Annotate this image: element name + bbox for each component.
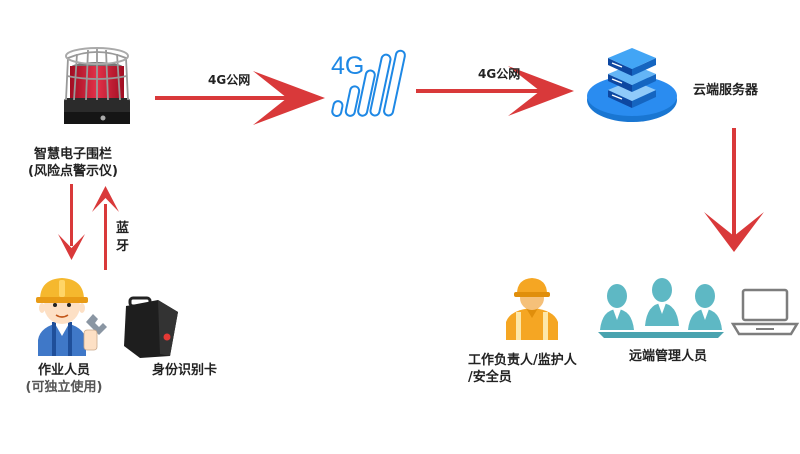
cloud-server-label: 云端服务器 bbox=[693, 83, 759, 98]
alarm-subtitle: (风险点警示仪) bbox=[28, 164, 118, 179]
meeting-group-icon bbox=[598, 278, 724, 338]
remote-managers-label: 远端管理人员 bbox=[629, 349, 708, 364]
alarm-title: 智慧电子围栏 bbox=[33, 147, 113, 162]
edge-label-4g-public-network-1: 4G公网 bbox=[208, 73, 251, 87]
server-stack-icon bbox=[587, 48, 677, 122]
construction-worker-icon bbox=[36, 278, 107, 356]
arrow-cloud-to-managers bbox=[704, 128, 764, 252]
supervisor-label-line1: 工作负责人/监护人 bbox=[468, 353, 577, 368]
warning-light-icon bbox=[64, 47, 130, 124]
worker-subtitle: (可独立使用) bbox=[25, 380, 103, 395]
bluetooth-label-line2: 牙 bbox=[116, 239, 130, 254]
safety-officer-icon bbox=[506, 278, 558, 340]
worker-title: 作业人员 bbox=[37, 363, 91, 378]
arrow-alarm-to-4g bbox=[155, 71, 325, 125]
bluetooth-label-line1: 蓝 bbox=[116, 221, 130, 236]
4g-signal-icon: 4G bbox=[331, 49, 406, 118]
laptop-icon bbox=[730, 288, 800, 336]
arrow-alarm-to-worker bbox=[58, 184, 85, 260]
supervisor-label-line2: /安全员 bbox=[468, 370, 512, 385]
arrow-worker-to-alarm bbox=[92, 186, 119, 270]
4g-badge: 4G bbox=[331, 52, 364, 80]
edge-label-4g-public-network-2: 4G公网 bbox=[478, 67, 521, 81]
id-card-label: 身份识别卡 bbox=[152, 363, 218, 378]
id-card-device-icon bbox=[124, 296, 178, 358]
arrow-4g-to-cloud bbox=[416, 66, 574, 116]
